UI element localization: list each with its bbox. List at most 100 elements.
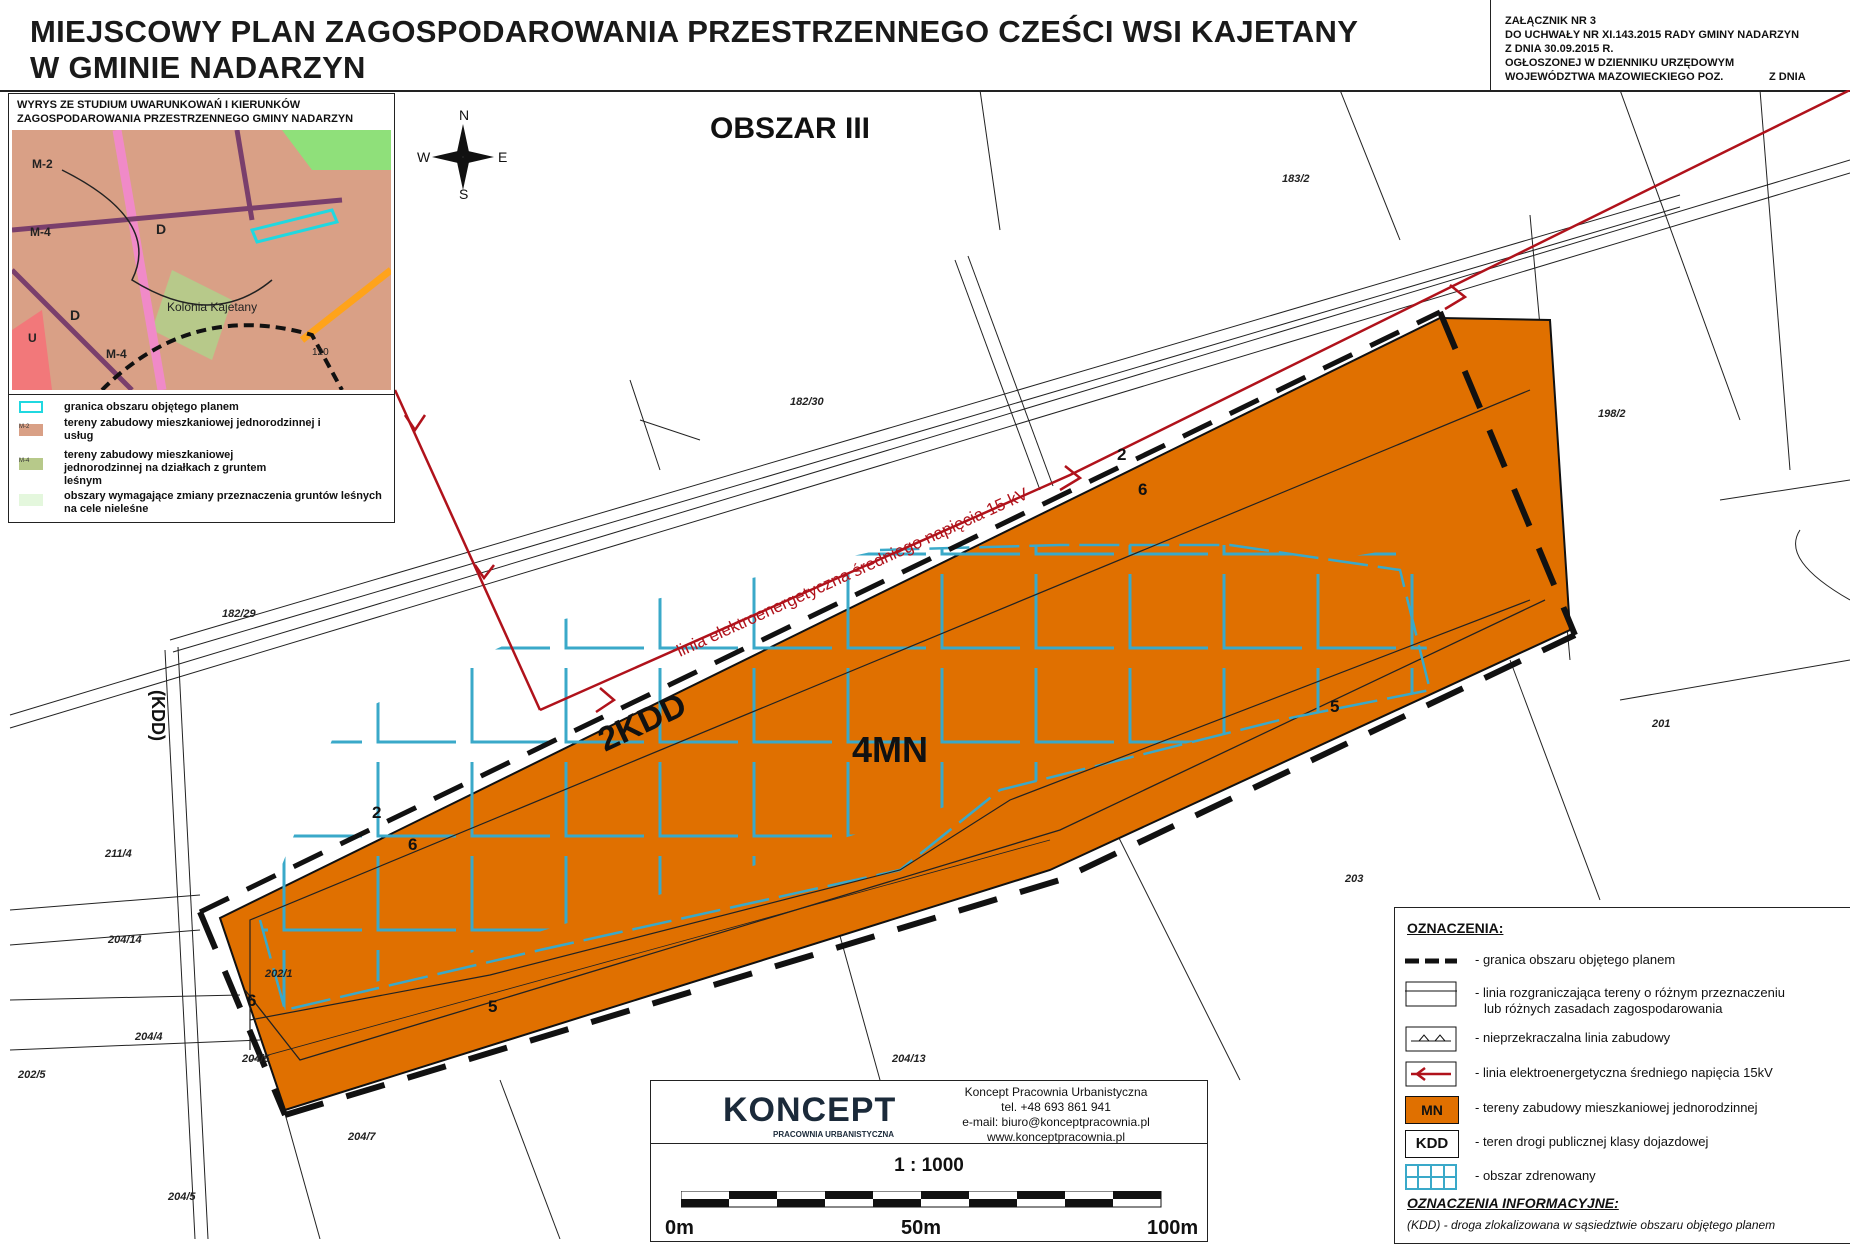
scale-text: 1 : 1000 (894, 1155, 964, 1176)
svg-text:2: 2 (1117, 445, 1126, 464)
svg-text:211/4: 211/4 (104, 848, 132, 860)
svg-text:182/30: 182/30 (790, 396, 825, 408)
drained-area-pattern (260, 545, 1430, 1010)
legend-info-item: (KDD) - droga zlokalizowana w sąsiedztwi… (1407, 1218, 1776, 1232)
compass-w: W (417, 149, 431, 165)
inset-label: U (28, 331, 37, 345)
page-title-line2: W GMINIE NADARZYN (30, 50, 366, 85)
mn-symbol: MN (1405, 1096, 1459, 1124)
legend-text: - obszar zdrenowany (1475, 1168, 1596, 1183)
legend-text-line2: lub różnych zasadach zagospodarowania (1484, 1001, 1723, 1016)
attachment-box: ZAŁĄCZNIK NR 3 DO UCHWAŁY NR XI.143.2015… (1490, 0, 1850, 90)
attachment-line: Z DNIA (1769, 71, 1806, 83)
inset-label: D (156, 221, 166, 237)
inset-title-line1: WYRYS ZE STUDIUM UWARUNKOWAŃ I KIERUNKÓW (17, 99, 301, 111)
attachment-line: DO UCHWAŁY NR XI.143.2015 RADY GMINY NAD… (1505, 29, 1800, 41)
scale-label-0: 0m (665, 1217, 694, 1239)
inset-map: M-2 M-4 D D U Kolonia Kajetany M-4 120 (12, 130, 391, 390)
company-www: www.konceptpracownia.pl (986, 1130, 1126, 1144)
compass-e: E (498, 149, 508, 165)
legend: OZNACZENIA: - granica obszaru objętego p… (1394, 907, 1850, 1244)
legend-info-title: OZNACZENIA INFORMACYJNE: (1407, 1195, 1619, 1211)
company-logo: KONCEPT (723, 1091, 897, 1129)
inset-label: 120 (312, 347, 329, 358)
svg-text:201: 201 (1651, 718, 1670, 730)
company-contact: Koncept Pracownia Urbanistyczna tel. +48… (921, 1085, 1191, 1145)
svg-text:203: 203 (1344, 873, 1363, 885)
company-logo-sub: PRACOWNIA URBANISTYCZNA (773, 1130, 895, 1139)
plan-map: 4MN 2KDD (KDD) linia elektroenergetyczna… (9, 90, 1850, 1239)
scale-label-50: 50m (901, 1217, 942, 1239)
inset-swatch-boundary (19, 401, 43, 413)
inset-legend-item: tereny zabudowy mieszkaniowej jednorodzi… (64, 417, 321, 442)
cadastral-lines (9, 90, 1850, 1239)
compass: N S E W (417, 107, 508, 202)
legend-text: - nieprzekraczalna linia zabudowy (1475, 1030, 1671, 1045)
company-box: KONCEPT PRACOWNIA URBANISTYCZNA Koncept … (650, 1080, 1208, 1242)
road-side-label: (KDD) (148, 690, 168, 741)
inset-label: M-4 (30, 225, 51, 239)
division-line-symbol-icon (1405, 981, 1457, 1007)
boundary-symbol-icon (1405, 958, 1457, 964)
legend-text: - linia elektroenergetyczna średniego na… (1475, 1065, 1773, 1080)
area-title: OBSZAR III (710, 112, 871, 145)
company-divider (651, 1143, 1207, 1144)
power-line (539, 90, 1850, 712)
dimension-labels: 2 6 2 6 6 5 5 (247, 445, 1339, 1016)
inset-label: D (70, 307, 80, 323)
compass-n: N (459, 107, 470, 123)
svg-text:182/29: 182/29 (222, 608, 257, 620)
company-tel: tel. +48 693 861 941 (1001, 1100, 1111, 1114)
legend-text: - granica obszaru objętego planem (1475, 952, 1676, 967)
compass-rose-icon (432, 124, 494, 190)
power-line-symbol-icon (1405, 1061, 1457, 1087)
svg-text:5: 5 (488, 997, 497, 1016)
parcel-labels: 183/2 182/30 198/2 182/29 201 211/4 203 … (17, 173, 1670, 1203)
legend-title: OZNACZENIA: (1407, 920, 1504, 936)
legend-text: - linia rozgraniczająca tereny o różnym … (1475, 985, 1785, 1000)
drained-area-symbol-icon (1405, 1164, 1457, 1190)
inset-label: M-2 (32, 157, 53, 171)
zone-label: 4MN (852, 729, 928, 770)
inset-swatch-m4: M-4 (19, 458, 43, 470)
svg-text:5: 5 (1330, 697, 1339, 716)
study-inset: WYRYS ZE STUDIUM UWARUNKOWAŃ I KIERUNKÓW… (8, 93, 395, 523)
scale-label-100: 100m (1147, 1217, 1199, 1239)
company-name: Koncept Pracownia Urbanistyczna (964, 1085, 1148, 1099)
svg-text:204/6: 204/6 (241, 1053, 270, 1065)
inset-legend-item: granica obszaru objętego planem (64, 401, 239, 413)
svg-text:198/2: 198/2 (1598, 408, 1626, 420)
svg-text:202/5: 202/5 (17, 1069, 46, 1081)
building-line-symbol-icon (1405, 1026, 1457, 1052)
attachment-line: WOJEWÓDZTWA MAZOWIECKIEGO POZ. (1505, 71, 1724, 83)
inset-swatch-forest (19, 494, 43, 506)
inset-label: Kolonia Kajetany (167, 300, 257, 314)
svg-text:2: 2 (372, 803, 381, 822)
svg-text:204/14: 204/14 (107, 934, 142, 946)
legend-text: - tereny zabudowy mieszkaniowej jednorod… (1475, 1100, 1758, 1115)
inset-title-line2: ZAGOSPODAROWANIA PRZESTRZENNEGO GMINY NA… (17, 113, 354, 125)
svg-text:183/2: 183/2 (1282, 173, 1310, 185)
svg-text:202/1: 202/1 (264, 968, 293, 980)
svg-text:204/7: 204/7 (347, 1131, 376, 1143)
svg-text:6: 6 (1138, 480, 1147, 499)
kdd-symbol: KDD (1405, 1130, 1459, 1158)
svg-text:6: 6 (408, 835, 417, 854)
attachment-line: ZAŁĄCZNIK NR 3 (1505, 15, 1597, 27)
inset-title: WYRYS ZE STUDIUM UWARUNKOWAŃ I KIERUNKÓW… (17, 98, 353, 126)
svg-text:6: 6 (247, 991, 256, 1010)
legend-text: - teren drogi publicznej klasy dojazdowe… (1475, 1134, 1709, 1149)
inset-legend-item: tereny zabudowy mieszkaniowej jednorodzi… (64, 449, 267, 487)
scale-bar (681, 1191, 1162, 1208)
inset-legend-item: obszary wymagające zmiany przeznaczenia … (64, 490, 382, 515)
inset-label: M-4 (106, 347, 127, 361)
svg-text:204/13: 204/13 (891, 1053, 926, 1065)
inset-legend-divider (9, 394, 394, 395)
attachment-line: OGŁOSZONEJ W DZIENNIKU URZĘDOWYM (1505, 57, 1735, 69)
inset-swatch-m2: M-2 (19, 424, 43, 436)
compass-s: S (459, 186, 469, 202)
svg-text:204/5: 204/5 (167, 1191, 196, 1203)
attachment-line: Z DNIA 30.09.2015 R. (1505, 43, 1614, 55)
company-email: e-mail: biuro@konceptpracownia.pl (962, 1115, 1150, 1129)
svg-text:204/4: 204/4 (134, 1031, 163, 1043)
